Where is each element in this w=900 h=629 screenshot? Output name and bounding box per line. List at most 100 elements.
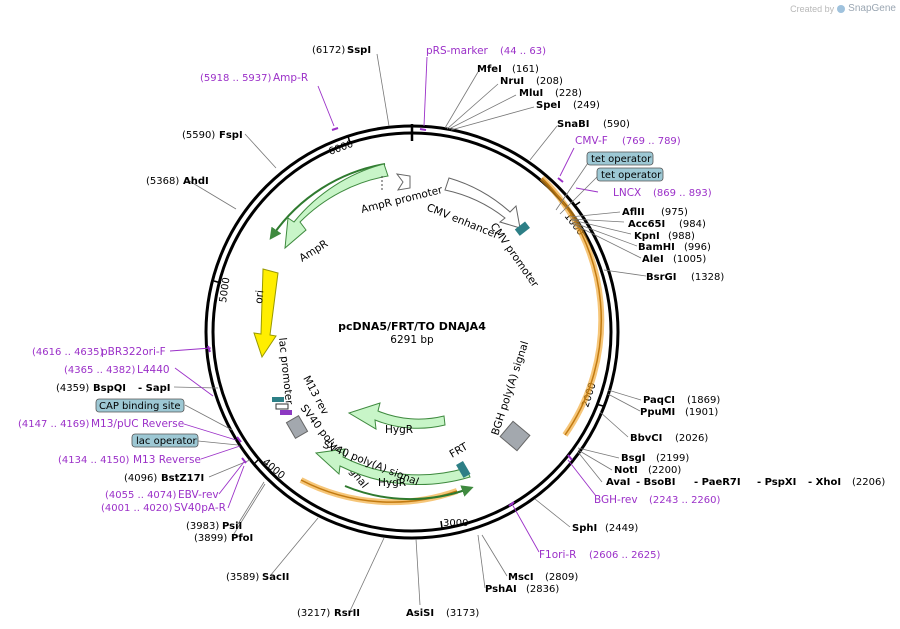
site-avai[interactable]: AvaI <box>606 477 630 488</box>
restriction-site-labels: (6172) SspI MfeI (161) NruI (208) MluI (… <box>56 45 885 619</box>
site-asisi[interactable]: AsiSI <box>406 608 434 619</box>
m13-block[interactable] <box>280 410 292 415</box>
site-paqci[interactable]: PaqCI <box>643 395 675 406</box>
primer-marks <box>207 127 573 507</box>
boxed-feature-labels: tet operator tet operator CAP binding si… <box>95 151 664 448</box>
site-ahdi[interactable]: AhdI <box>183 176 209 187</box>
ori-feature[interactable] <box>253 268 279 359</box>
tet-operator-box-1[interactable] <box>586 151 654 166</box>
site-pos-bsrgi: (1328) <box>691 272 724 283</box>
site-alei[interactable]: AleI <box>642 254 664 265</box>
site-sacii[interactable]: SacII <box>262 572 289 583</box>
site-rsrii[interactable]: RsrII <box>334 608 360 619</box>
primer-m13rev[interactable]: M13 Reverse <box>133 454 201 466</box>
site-mlui[interactable]: MluI <box>519 88 543 99</box>
site-bamhi[interactable]: BamHI <box>638 242 675 253</box>
site-pfoi[interactable]: PfoI <box>231 533 253 544</box>
site-pos-bsgi: (2199) <box>656 453 689 464</box>
cmv-tet-operator-block[interactable] <box>514 221 530 236</box>
site-pos-paqci: (1869) <box>687 395 720 406</box>
credit: Created by SnapGene <box>790 3 896 14</box>
site-pos-ahdi: (5368) <box>146 176 179 187</box>
site-pos-aflii: (975) <box>661 207 688 218</box>
primer-l4440[interactable]: L4440 <box>137 364 170 376</box>
ampr-promoter-feature[interactable] <box>395 173 411 191</box>
primer-bgh-rev[interactable]: BGH-rev <box>594 494 638 506</box>
site-aflii[interactable]: AflII <box>622 207 645 218</box>
site-pos-bspqi: (4359) <box>56 383 89 394</box>
primer-ebv-rev[interactable]: EBV-rev <box>178 489 219 501</box>
bgh-polya-feature[interactable] <box>499 420 531 452</box>
brand-name: SnapGene <box>848 3 896 14</box>
snapgene-logo-icon <box>837 4 846 13</box>
primer-pos-f1ori-r: (2606 .. 2625) <box>589 550 661 561</box>
site-kpni[interactable]: KpnI <box>634 231 660 242</box>
site-leader-lines <box>173 53 647 612</box>
cap-block[interactable] <box>275 403 289 410</box>
site-pos-bstz17i: (4096) <box>124 473 157 484</box>
lac-operator-box[interactable] <box>131 433 199 448</box>
frt-feature[interactable] <box>456 460 471 478</box>
hygr-inner-feature[interactable] <box>347 402 446 430</box>
sv40-block[interactable] <box>285 415 309 439</box>
frt-label: FRT <box>448 440 471 460</box>
site-pos-avai: (2206) <box>852 477 885 488</box>
primer-lncx[interactable]: LNCX <box>613 187 641 199</box>
site-mfei[interactable]: MfeI <box>477 64 502 75</box>
site-xhoi[interactable]: - XhoI <box>808 477 841 488</box>
tet-operator-box-2[interactable] <box>596 167 664 182</box>
site-pos-alei: (1005) <box>673 254 706 265</box>
cmv-enhancer-feature[interactable] <box>444 177 521 229</box>
lac-operator-block[interactable] <box>272 397 284 402</box>
site-pshai[interactable]: PshAI <box>485 584 517 595</box>
site-bsobi[interactable]: - BsoBI <box>636 477 675 488</box>
primer-sv40pa-r[interactable]: SV40pA-R <box>174 502 226 514</box>
site-pos-ppumi: (1901) <box>685 407 718 418</box>
site-ppumi[interactable]: PpuMI <box>640 407 675 418</box>
hygr-orf-line <box>344 485 474 501</box>
site-pos-sacii: (3589) <box>226 572 259 583</box>
site-bbvci[interactable]: BbvCI <box>630 433 662 444</box>
site-fspi[interactable]: FspI <box>219 130 243 141</box>
site-nrui[interactable]: NruI <box>500 76 524 87</box>
lac-promoter-label: lac promoter <box>276 337 295 406</box>
site-psii[interactable]: PsiI <box>222 521 242 532</box>
tick-label-5000: 5000 <box>218 277 232 304</box>
primer-pos-cmv-f: (769 .. 789) <box>622 136 681 147</box>
site-noti[interactable]: NotI <box>614 465 638 476</box>
site-spei[interactable]: SpeI <box>536 100 561 111</box>
site-msci[interactable]: MscI <box>508 572 534 583</box>
bgh-polya-label: BGH poly(A) signal <box>489 340 531 437</box>
site-pos-mlui: (228) <box>555 88 582 99</box>
site-sspi[interactable]: SspI <box>347 45 371 56</box>
site-pos-snabi: (590) <box>603 119 630 130</box>
site-acc65i[interactable]: Acc65I <box>628 219 665 230</box>
site-pspxi[interactable]: - PspXI <box>757 477 796 488</box>
site-pos-kpni: (988) <box>668 231 695 242</box>
site-bsgi[interactable]: BsgI <box>621 453 645 464</box>
site-paer7i[interactable]: - PaeR7I <box>694 477 741 488</box>
primer-amp-r[interactable]: Amp-R <box>273 72 308 84</box>
site-pos-pshai: (2836) <box>526 584 559 595</box>
primer-pbr322ori-f[interactable]: pBR322ori-F <box>101 346 166 358</box>
site-bspqi[interactable]: BspQI <box>93 383 126 394</box>
primer-pos-prs-marker: (44 .. 63) <box>500 46 546 57</box>
site-sphi[interactable]: SphI <box>572 523 597 534</box>
ampr-feature[interactable] <box>284 163 389 250</box>
plasmid-name: pcDNA5/FRT/TO DNAJA4 <box>338 320 486 333</box>
site-bstz17i[interactable]: BstZ17I <box>161 473 204 484</box>
primer-f1ori-r[interactable]: F1ori-R <box>539 549 576 561</box>
tick-label-3000: 3000 <box>443 518 468 529</box>
cap-binding-site-box[interactable] <box>95 398 185 413</box>
primer-pos-amp-r: (5918 .. 5937) <box>200 73 272 84</box>
primer-cmv-f[interactable]: CMV-F <box>575 135 608 147</box>
ampr-orf-line <box>269 163 386 240</box>
site-sapi[interactable]: - SapI <box>138 383 170 394</box>
hygr-outer-feature[interactable] <box>314 448 471 486</box>
site-bsrgi[interactable]: BsrGI <box>646 272 676 283</box>
site-pos-nrui: (208) <box>536 76 563 87</box>
site-snabi[interactable]: SnaBI <box>557 119 589 130</box>
primer-prs-marker[interactable]: pRS-marker <box>426 45 489 57</box>
primer-m13puc[interactable]: M13/pUC Reverse <box>91 418 184 430</box>
